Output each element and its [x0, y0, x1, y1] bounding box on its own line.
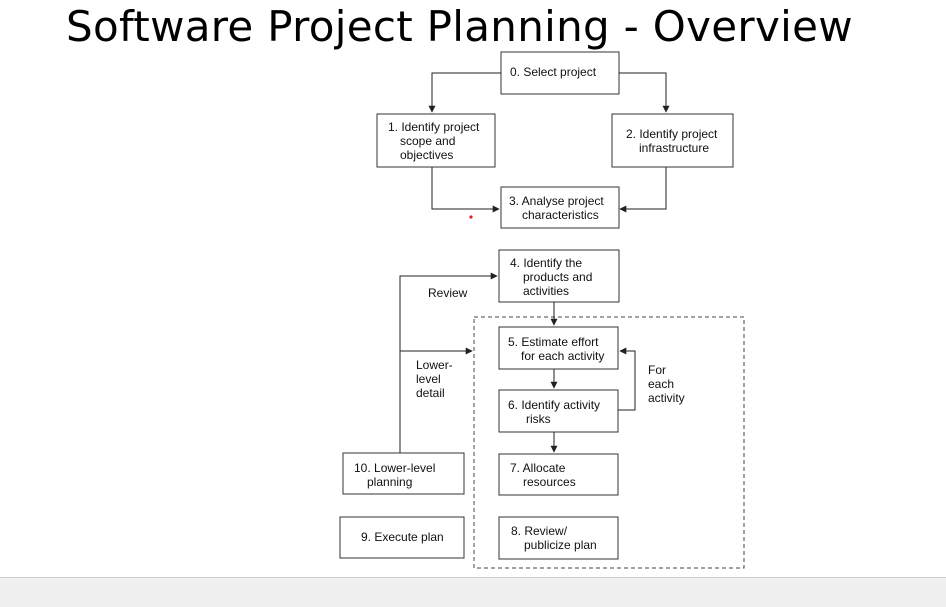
planning-flow-diagram: 0. Select project 1. Identify project sc… [339, 51, 745, 569]
arrow-review-to-4 [399, 272, 498, 453]
slide-title: Software Project Planning - Overview [66, 2, 853, 51]
step-10-box: 10. Lower-level planning [342, 452, 465, 495]
step-0-label: 0. Select project [510, 65, 597, 79]
connectors [399, 72, 670, 453]
step-5-label: 5. Estimate effort for each activity [508, 335, 604, 363]
step-4-label: 4. Identify the products and activities [510, 256, 596, 298]
step-2-label: 2. Identify project infrastructure [626, 127, 721, 155]
step-6-box: 6. Identify activity risks [498, 389, 619, 433]
step-1-box: 1. Identify project scope and objectives [376, 113, 496, 168]
arrow-0-to-2 [619, 72, 670, 113]
bottom-status-bar [0, 577, 946, 607]
step-0-box: 0. Select project [500, 51, 620, 95]
step-7-box: 7. Allocate resources [498, 453, 619, 496]
step-8-label: 8. Review/ publicize plan [511, 524, 597, 552]
arrow-for-each-activity-loop [618, 347, 636, 411]
step-6-label: 6. Identify activity risks [508, 398, 603, 426]
review-label: Review [428, 286, 468, 300]
lower-level-detail-label: Lower- level detail [416, 358, 456, 400]
for-each-activity-label: For each activity [648, 363, 685, 405]
step-7-label: 7. Allocate resources [510, 461, 576, 489]
slide: Software Project Planning - Overview [66, 2, 853, 569]
activity-loop-boundary [473, 316, 745, 569]
arrow-1-to-3 [431, 167, 500, 213]
step-4-box: 4. Identify the products and activities [498, 249, 620, 303]
step-8-box: 8. Review/ publicize plan [498, 516, 619, 560]
step-9-label: 9. Execute plan [361, 530, 444, 544]
step-2-box: 2. Identify project infrastructure [611, 113, 734, 168]
step-9-box: 9. Execute plan [339, 516, 465, 559]
step-10-label: 10. Lower-level planning [354, 461, 439, 489]
step-1-label: 1. Identify project scope and objectives [388, 120, 483, 162]
arrow-2-to-3 [619, 167, 667, 213]
arrow-0-to-1 [428, 72, 501, 113]
step-3-box: 3. Analyse project characteristics [500, 186, 620, 229]
step-5-box: 5. Estimate effort for each activity [498, 326, 619, 370]
pointer-dot [469, 215, 473, 219]
step-3-label: 3. Analyse project characteristics [509, 194, 607, 222]
